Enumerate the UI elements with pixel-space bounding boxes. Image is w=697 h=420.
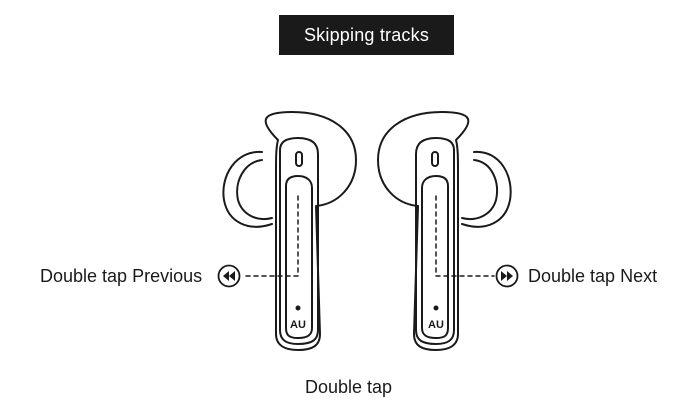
- previous-label: Double tap Previous: [40, 266, 203, 286]
- fast-forward-icon: [495, 264, 519, 288]
- right-logo: AU: [428, 319, 444, 331]
- right-indicator-dot: [433, 305, 439, 311]
- right-earbud: [377, 111, 512, 351]
- left-indicator-dot: [295, 305, 301, 311]
- section-title-badge: Skipping tracks: [279, 15, 454, 55]
- left-earbud: [222, 111, 357, 351]
- bottom-caption: Double tap: [304, 377, 393, 397]
- section-title: Skipping tracks: [303, 24, 430, 45]
- rewind-icon: [217, 264, 241, 288]
- next-label: Double tap Next: [528, 266, 658, 286]
- left-logo: AU: [290, 319, 306, 331]
